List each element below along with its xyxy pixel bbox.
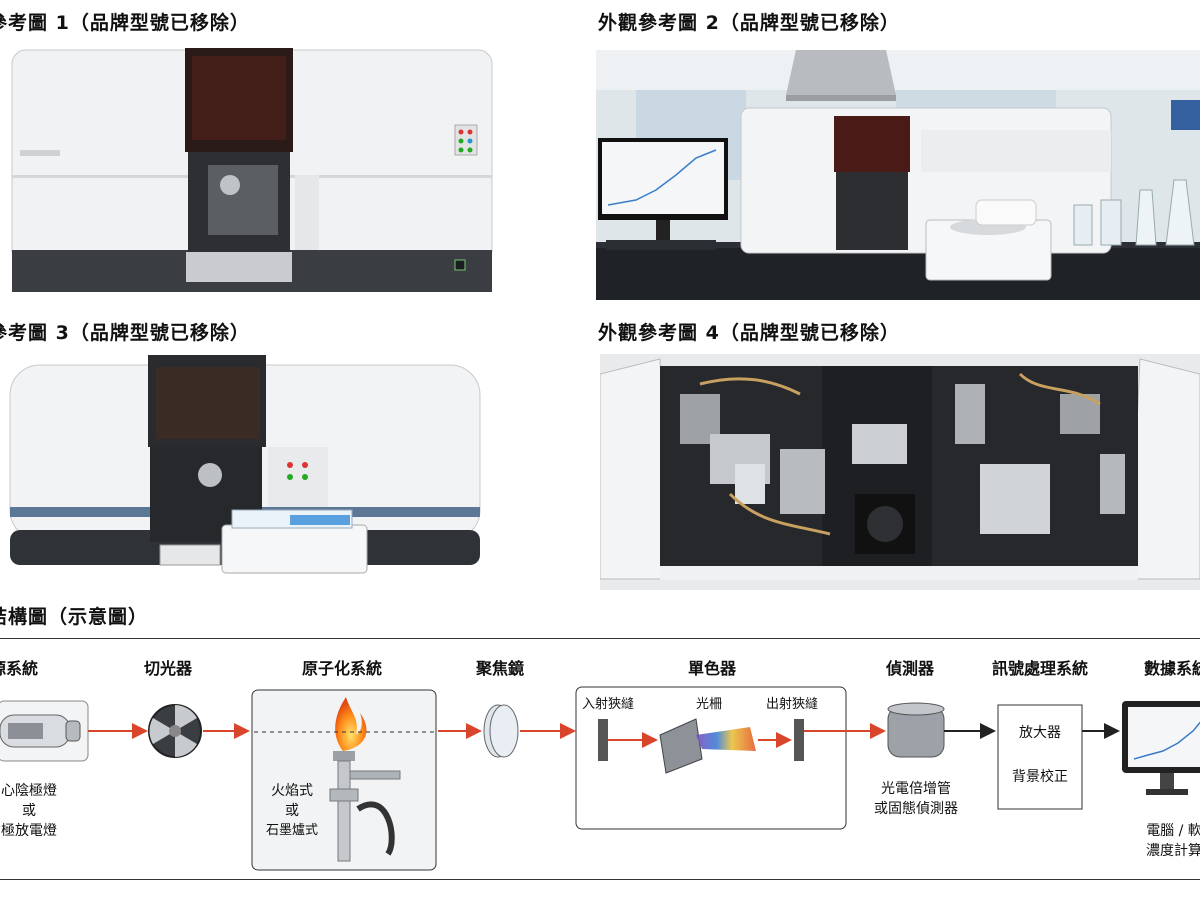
lamp-line1: 心陰極燈 [1, 783, 57, 799]
atomizer-text: 火焰式 或 石墨爐式 [260, 781, 324, 841]
lamp-or: 或 [22, 803, 36, 819]
stage-atomizer: 原子化系統 [302, 659, 383, 678]
caption-ref4: 外觀參考圖 4（品牌型號已移除） [598, 322, 900, 344]
photomultiplier-icon [887, 702, 945, 758]
stage-lens: 聚焦鏡 [476, 659, 525, 678]
lamp-text: 心陰極燈 或 極放電燈 [0, 781, 64, 841]
atomizer-furnace: 石墨爐式 [265, 823, 318, 838]
stage-light-source: 源系統 [0, 659, 39, 678]
hollow-cathode-lamp-icon [0, 700, 89, 762]
grating-icon [659, 718, 756, 774]
instrument-photo-2 [596, 50, 1200, 300]
stage-data: 數據系統 [1144, 659, 1200, 678]
amplifier-label: 放大器 [1019, 725, 1061, 741]
entrance-slit-label: 入射狹縫 [582, 697, 635, 712]
atomizer-or: 或 [285, 803, 299, 819]
caption-ref3: 參考圖 3（品牌型號已移除） [0, 322, 250, 344]
data-line1: 電腦 / 軟 [1146, 823, 1200, 839]
exit-slit-label: 出射狹縫 [766, 697, 819, 712]
caption-ref1: 參考圖 1（品牌型號已移除） [0, 12, 250, 34]
stage-chopper: 切光器 [144, 659, 193, 678]
data-line2: 濃度計算 [1146, 843, 1200, 859]
lamp-line2: 極放電燈 [1, 823, 57, 839]
atomizer-flame: 火焰式 [271, 783, 313, 799]
stage-signal: 訊號處理系統 [992, 659, 1089, 678]
instrument-photo-3 [0, 345, 592, 585]
background-correction-label: 背景校正 [1012, 769, 1068, 785]
chopper-wheel-icon [148, 704, 202, 758]
focusing-lens-icon [483, 704, 519, 758]
data-text: 電腦 / 軟 濃度計算 [1134, 821, 1200, 861]
detector-line2: 或固態偵測器 [874, 801, 958, 817]
detector-line1: 光電倍增管 [881, 781, 951, 797]
detector-text: 光電倍增管 或固態偵測器 [864, 779, 968, 819]
structure-diagram: 源系統 切光器 原子化系統 聚焦鏡 單色器 偵測器 訊號處理系統 數據系統 心陰… [0, 638, 1200, 880]
monitor-icon [1122, 701, 1200, 795]
caption-ref2: 外觀參考圖 2（品牌型號已移除） [598, 12, 900, 34]
caption-structure: 結構圖（示意圖） [0, 606, 149, 628]
stage-monochromator: 單色器 [688, 659, 737, 678]
instrument-photo-4 [600, 354, 1200, 590]
stage-detector: 偵測器 [886, 659, 935, 678]
instrument-photo-1 [0, 40, 592, 300]
burner-flame-icon [329, 697, 401, 862]
grating-label: 光柵 [696, 697, 723, 712]
